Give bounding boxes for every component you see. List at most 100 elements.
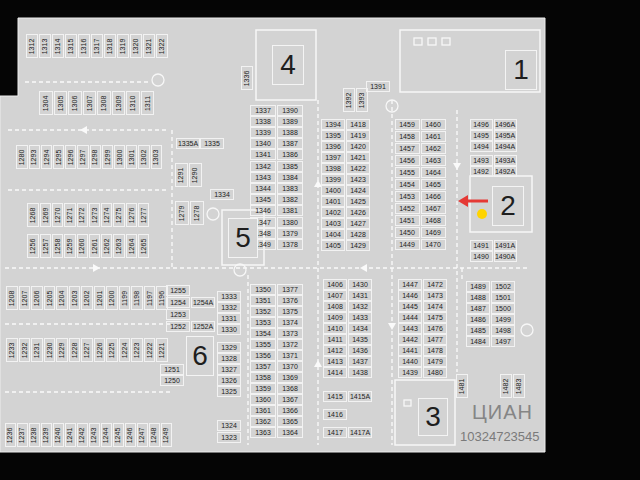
parking-space: 1384	[277, 172, 303, 183]
space-number: 1441	[402, 347, 418, 354]
space-number: 1432	[352, 303, 368, 310]
you-are-here	[458, 195, 468, 207]
parking-space: 1254A	[191, 297, 215, 308]
parking-space: 1345	[250, 194, 276, 205]
space-number: 1494A	[495, 143, 515, 150]
parking-space: 1454	[395, 179, 420, 190]
parking-space: 1500	[491, 303, 515, 314]
parking-space: 1239	[41, 423, 52, 447]
space-number: 1313	[42, 38, 49, 54]
driving-lane	[461, 268, 462, 280]
space-number: 1469	[425, 229, 441, 236]
space-number: 1428	[350, 231, 366, 238]
space-number: 1492A	[495, 168, 515, 175]
parking-space: 1314	[52, 34, 64, 58]
space-number: 1328	[221, 355, 237, 362]
space-number: 1449	[399, 241, 415, 248]
parking-space: 1344	[250, 183, 276, 194]
space-number: 1379	[282, 230, 298, 237]
parking-space: 1496	[470, 119, 493, 130]
parking-space: 1243	[89, 423, 100, 447]
parking-space: 1294	[41, 145, 52, 169]
parking-space: 1321	[143, 34, 155, 58]
space-number: 1364	[282, 429, 298, 436]
space-number: 1389	[282, 118, 298, 125]
parking-space: 1420	[346, 141, 370, 152]
parking-space: 1409	[323, 312, 347, 323]
space-number: 1424	[350, 187, 366, 194]
parking-space: 1497	[491, 336, 515, 347]
space-number: 1264	[128, 238, 135, 254]
parking-space: 1474	[423, 301, 447, 312]
space-number: 1252A	[193, 323, 213, 330]
parking-space: 1333	[217, 291, 241, 302]
space-number: 1495	[473, 132, 489, 139]
parking-space: 1328	[217, 353, 241, 364]
space-number: 1456	[399, 157, 415, 164]
driving-lane	[171, 130, 172, 268]
space-number: 1376	[282, 297, 298, 304]
parking-space: 1309	[112, 91, 126, 115]
parking-space: 1447	[398, 279, 422, 290]
parking-space: 1373	[277, 328, 303, 339]
space-number: 1354	[255, 330, 271, 337]
driving-lane	[8, 129, 168, 130]
parking-space: 1306	[68, 91, 82, 115]
space-number: 1260	[79, 238, 86, 254]
space-number: 1199	[121, 290, 128, 305]
space-number: 1226	[96, 342, 103, 358]
parking-space: 1305	[54, 91, 68, 115]
parking-space: 1265	[138, 234, 149, 258]
space-number: 1265	[140, 238, 147, 254]
parking-space: 1299	[102, 145, 113, 169]
parking-space: 1377	[277, 284, 303, 295]
space-number: 1490	[473, 253, 489, 260]
parking-space: 1444	[398, 312, 422, 323]
space-number: 1338	[255, 118, 271, 125]
space-number: 1436	[352, 347, 368, 354]
parking-space: 1411	[323, 334, 347, 345]
space-number: 1307	[86, 95, 93, 111]
space-number: 1454	[399, 181, 415, 188]
lane-arrow	[80, 126, 87, 134]
driving-lane	[5, 323, 170, 324]
parking-space: 1320	[130, 34, 142, 58]
space-number: 1493	[473, 157, 489, 164]
parking-space: 1262	[101, 234, 112, 258]
space-number: 1361	[255, 407, 271, 414]
space-number: 1258	[54, 238, 61, 254]
parking-space: 1264	[126, 234, 137, 258]
space-number: 1360	[255, 396, 271, 403]
parking-space: 1365	[277, 416, 303, 427]
parking-space: 1371	[277, 350, 303, 361]
parking-space: 1398	[321, 163, 345, 174]
space-number: 1201	[96, 290, 103, 306]
parking-space: 1277	[138, 203, 149, 227]
space-number: 1500	[495, 305, 511, 312]
space-number: 1242	[79, 427, 86, 443]
driving-lane	[5, 267, 530, 268]
space-number: 1378	[282, 241, 298, 248]
parking-space: 1441	[398, 345, 422, 356]
parking-space: 1326	[217, 375, 241, 386]
parking-space: 1435	[348, 334, 372, 345]
space-number: 1468	[425, 217, 441, 224]
parking-space: 1350	[250, 284, 276, 295]
space-number: 1381	[282, 207, 298, 214]
parking-space: 1499	[491, 314, 515, 325]
parking-space: 1477	[423, 334, 447, 345]
space-number: 1305	[57, 95, 64, 111]
space-number: 1238	[31, 427, 38, 443]
parking-space: 1363	[250, 427, 276, 438]
space-number: 1272	[79, 207, 86, 223]
parking-space: 1390	[277, 105, 303, 116]
parking-space: 1382	[277, 194, 303, 205]
zone-marker: 3	[418, 398, 448, 436]
parking-space: 1343	[250, 172, 276, 183]
space-number: 1452	[399, 205, 415, 212]
space-number: 1413	[327, 358, 343, 365]
parking-space: 1366	[277, 405, 303, 416]
parking-space: 1395	[321, 130, 345, 141]
parking-space: 1379	[277, 228, 303, 239]
